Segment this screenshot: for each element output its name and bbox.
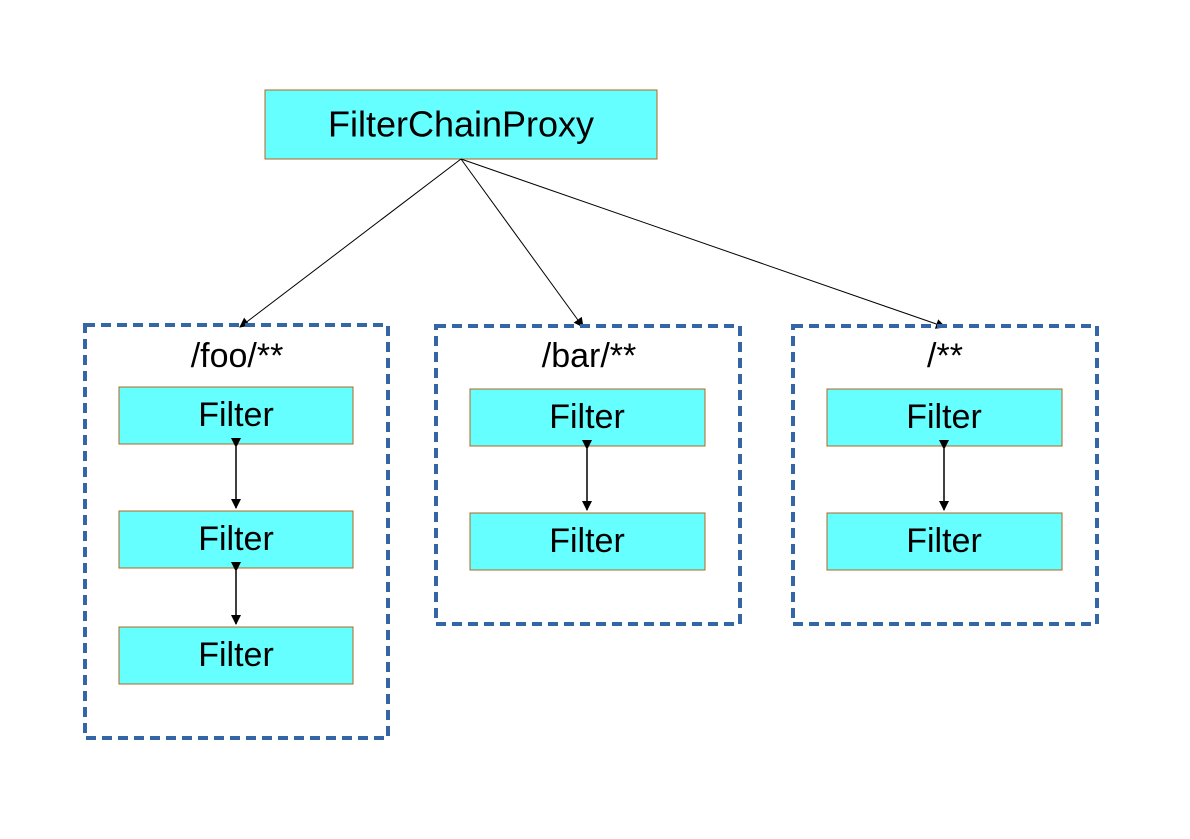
filter-node-box bbox=[469, 388, 706, 447]
filter-node-box bbox=[118, 386, 354, 445]
root-node: FilterChainProxy bbox=[264, 89, 658, 160]
chain-group-all: /** Filter Filter bbox=[791, 324, 1099, 626]
filter-node-label: Filter bbox=[906, 522, 982, 560]
filter-node-label: Filter bbox=[549, 522, 625, 560]
chain-group-bar: /bar/** Filter Filter bbox=[434, 324, 742, 626]
filter-node-box bbox=[118, 626, 354, 685]
edge-root-to-chain-2 bbox=[460, 158, 584, 328]
filter-node-label: Filter bbox=[198, 520, 274, 558]
edge-root-to-chain-1 bbox=[239, 158, 462, 328]
chain-pattern-label: /** bbox=[927, 337, 963, 375]
chain-group-box bbox=[791, 324, 1099, 626]
filter-node-box bbox=[469, 512, 706, 571]
edge-root-to-chain-3 bbox=[460, 158, 946, 329]
chain-pattern-label: /foo/** bbox=[191, 337, 284, 375]
filter-node-label: Filter bbox=[549, 398, 625, 436]
root-edges bbox=[239, 158, 946, 329]
filter-node: Filter bbox=[118, 386, 354, 445]
chain-group-box bbox=[434, 324, 742, 626]
filter-node: Filter bbox=[469, 388, 706, 447]
filter-node-label: Filter bbox=[198, 396, 274, 434]
root-node-label: FilterChainProxy bbox=[328, 104, 594, 145]
filter-node-box bbox=[826, 388, 1063, 447]
chain-group-foo: /foo/** Filter Filter Filter bbox=[83, 323, 390, 740]
filter-node-box bbox=[826, 512, 1063, 571]
filter-node-box bbox=[118, 510, 354, 569]
root-node-box bbox=[264, 89, 658, 160]
filter-node-label: Filter bbox=[198, 636, 274, 674]
chain-group-box bbox=[83, 323, 390, 740]
filter-node: Filter bbox=[469, 512, 706, 571]
filter-node: Filter bbox=[118, 510, 354, 569]
filter-node: Filter bbox=[826, 512, 1063, 571]
filter-node: Filter bbox=[826, 388, 1063, 447]
filter-node-label: Filter bbox=[906, 398, 982, 436]
filter-node: Filter bbox=[118, 626, 354, 685]
chain-pattern-label: /bar/** bbox=[542, 337, 637, 375]
